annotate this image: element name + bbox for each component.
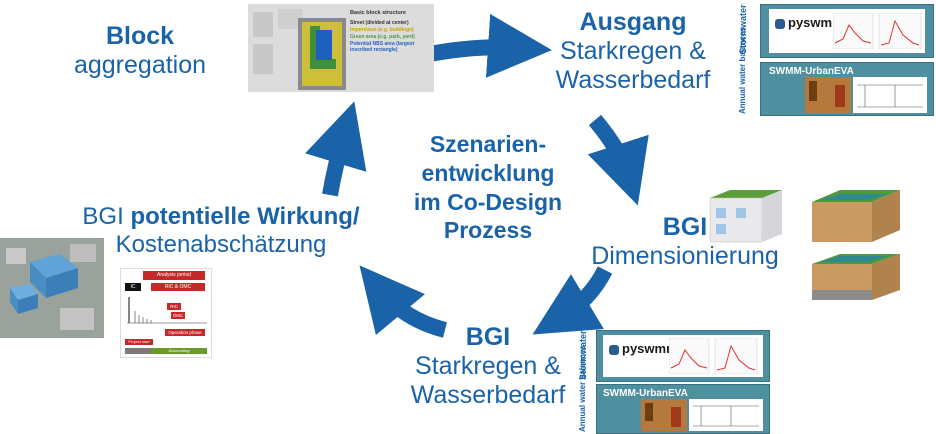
project-start-bar: Project start — [125, 339, 153, 345]
urbaneva-panel-bottom: SWMM-UrbanEVA — [596, 384, 770, 434]
center-line3: im Co-Design — [413, 188, 563, 215]
urbaneva-panel-top: SWMM-UrbanEVA — [760, 62, 934, 116]
urbaneva-image-top — [805, 77, 927, 113]
block-line2: aggregation — [73, 50, 207, 79]
retention-basin-image-top — [812, 190, 900, 242]
python-icon-bottom — [609, 344, 619, 355]
center-title: Szenarien- entwicklung im Co-Design Proz… — [408, 130, 568, 245]
ic-bar: IC — [125, 283, 141, 291]
panel-group-top: Stormwater Annual water balances pyswmm … — [734, 2, 934, 116]
bgi-sw-line1: BGI — [465, 323, 511, 351]
green-roof-image — [709, 190, 782, 243]
arrow-right — [587, 114, 649, 206]
block-thumb-item-nbs: Potential NBS area (largest inscribed re… — [350, 40, 415, 54]
center-line2: entwicklung — [421, 159, 555, 186]
panel-group-bottom: Stormwater Annual water balances pyswmm … — [576, 330, 776, 434]
ric-omc-bar: RIC & OMC — [151, 283, 205, 291]
block-thumb-item-street: Street (divided at center) — [350, 20, 409, 27]
pyswmm-panel-top: pyswmm — [760, 4, 934, 58]
cost-analysis-thumbnail: Analysis period IC RIC & OMC RIC OMC Ope… — [120, 268, 212, 358]
pyswmm-logo-top: pyswmm — [775, 15, 844, 30]
python-icon — [775, 18, 785, 29]
retention-basin-image-bottom — [812, 254, 900, 300]
analysis-period-header: Analysis period — [143, 271, 205, 280]
wirkung-label: BGI potentielle Wirkung/ Kostenabschätzu… — [66, 203, 376, 258]
bgi-starkregen-label: BGI Starkregen & Wasserbedarf — [398, 323, 578, 409]
block-thumb-item-impervious: Impervious (e.g. buildings) — [350, 27, 414, 34]
dim-line2: Dimensionierung — [591, 241, 779, 270]
block-structure-thumbnail: Basic block structure Street (divided at… — [248, 4, 434, 92]
annual-label-top: Annual water balances — [738, 27, 747, 114]
arrow-bottom-right — [532, 266, 613, 335]
wirkung-bold: potentielle Wirkung/ — [130, 203, 360, 230]
ausgang-line3: Wasserbedarf — [555, 65, 711, 94]
pyswmm-chart-bottom — [669, 338, 758, 374]
urbaneva-title-bottom: SWMM-UrbanEVA — [603, 388, 688, 399]
center-line1: Szenarien- — [429, 131, 547, 157]
annual-label-bottom: Annual water balances — [578, 345, 587, 432]
dimensionierung-label: BGI Dimensionierung — [580, 213, 790, 271]
wirkung-prefix: BGI — [82, 203, 131, 230]
operation-phase-bar: Operation phase — [165, 329, 205, 336]
block-aggregation-label: Block aggregation — [40, 22, 240, 80]
urbaneva-title-top: SWMM-UrbanEVA — [769, 66, 854, 77]
pyswmm-logo-bottom: pyswmm — [609, 341, 678, 356]
block-line1: Block — [105, 22, 175, 50]
cost-timeline — [127, 297, 207, 324]
bgi-sw-line3: Wasserbedarf — [410, 380, 566, 409]
ric-box: RIC — [167, 303, 181, 310]
pyswmm-chart-top — [833, 13, 922, 49]
block-thumb-title: Basic block structure — [350, 10, 406, 16]
arrow-top — [423, 13, 552, 78]
block-thumb-item-green: Green area (e.g. park, yard) — [350, 33, 415, 40]
omc-box: OMC — [171, 312, 185, 319]
ausgang-line2: Starkregen & — [560, 36, 706, 65]
urbaneva-image-bottom — [641, 399, 763, 431]
arrow-bottom-left — [359, 265, 448, 338]
ausgang-label: Ausgang Starkregen & Wasserbedarf — [538, 8, 728, 94]
block-map-image — [248, 4, 434, 92]
pyswmm-panel-bottom: pyswmm — [596, 330, 770, 382]
ausgang-line1: Ausgang — [579, 8, 687, 36]
center-line4: Prozess — [443, 217, 533, 244]
city-3d-image — [0, 238, 104, 338]
dim-line1: BGI — [662, 213, 708, 241]
discounting-bar: Discounting — [151, 348, 207, 354]
wirkung-line1: BGI potentielle Wirkung/ — [66, 203, 376, 231]
bgi-sw-line2: Starkregen & — [415, 351, 561, 380]
wirkung-line2: Kostenabschätzung — [115, 230, 327, 258]
arrow-left — [305, 101, 367, 197]
